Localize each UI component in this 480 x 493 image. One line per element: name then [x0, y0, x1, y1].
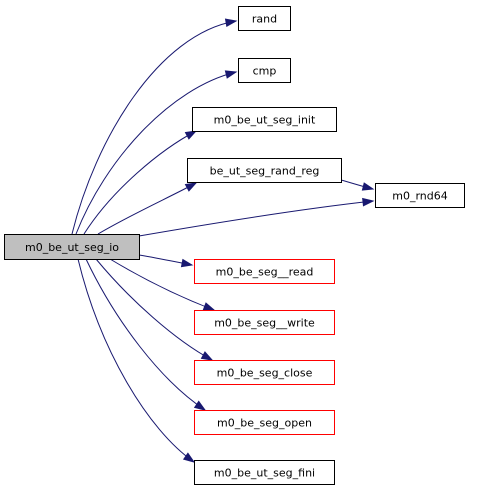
- edge-arrowhead: [184, 130, 198, 140]
- edge-arrowhead: [184, 182, 198, 192]
- node-label: m0_be_seg_open: [217, 417, 312, 430]
- edge-arrowhead: [224, 18, 238, 28]
- node-cmp[interactable]: cmp: [238, 58, 291, 83]
- edge-io-to-write: [109, 258, 216, 311]
- node-label: cmp: [253, 65, 277, 78]
- node-open[interactable]: m0_be_seg_open: [194, 410, 335, 435]
- edge-line: [138, 200, 374, 237]
- node-box[interactable]: [194, 460, 335, 485]
- function-nodes: m0_be_ut_seg_io rand cmp m0_be_ut_seg_initb…: [4, 6, 465, 485]
- edge-io-to-rnd64: [138, 197, 375, 237]
- node-read[interactable]: m0_be_seg__read: [194, 259, 335, 284]
- edge-line: [95, 258, 213, 361]
- node-io[interactable]: m0_be_ut_seg_io: [4, 234, 140, 260]
- edge-arrowhead: [193, 400, 207, 411]
- edge-arrowhead: [182, 452, 196, 463]
- node-box[interactable]: [194, 360, 335, 385]
- node-write[interactable]: m0_be_seg__write: [194, 310, 335, 335]
- node-box[interactable]: [194, 410, 335, 435]
- node-rand[interactable]: rand: [238, 6, 291, 31]
- node-box[interactable]: [194, 310, 335, 335]
- edge-arrowhead: [202, 302, 216, 311]
- edge-io-to-read: [138, 254, 194, 268]
- edge-line: [71, 20, 237, 235]
- node-label: m0_rnd64: [392, 190, 448, 203]
- edge-line: [109, 258, 215, 311]
- edge-io-to-close: [95, 258, 214, 361]
- edge-line: [83, 130, 197, 235]
- edge-arrowhead: [362, 197, 375, 207]
- edge-io-to-rand: [71, 18, 238, 235]
- node-label: m0_be_seg_close: [217, 367, 313, 380]
- node-init[interactable]: m0_be_ut_seg_init: [192, 107, 337, 132]
- node-box[interactable]: [4, 234, 140, 260]
- edge-io-to-cmp: [75, 70, 238, 235]
- edge-line: [85, 258, 206, 411]
- node-box[interactable]: [375, 183, 465, 208]
- node-box[interactable]: [192, 107, 337, 132]
- node-box[interactable]: [194, 259, 335, 284]
- node-box[interactable]: [187, 158, 342, 183]
- node-rnd64[interactable]: m0_rnd64: [375, 183, 465, 208]
- edge-randreg-to-rnd64: [340, 179, 375, 191]
- node-label: m0_be_ut_seg_init: [214, 114, 316, 127]
- edge-line: [97, 182, 197, 235]
- node-label: m0_be_seg__read: [216, 266, 314, 279]
- edge-line: [77, 258, 195, 463]
- node-fini[interactable]: m0_be_ut_seg_fini: [194, 460, 335, 485]
- edge-io-to-init: [83, 130, 198, 235]
- call-edges: [71, 18, 375, 463]
- edge-arrowhead: [200, 351, 214, 361]
- node-close[interactable]: m0_be_seg_close: [194, 360, 335, 385]
- edge-line: [75, 71, 237, 235]
- node-label: m0_be_seg__write: [214, 317, 315, 330]
- edge-arrowhead: [224, 70, 238, 79]
- edge-arrowhead: [361, 182, 375, 191]
- node-randreg[interactable]: be_ut_seg_rand_reg: [187, 158, 342, 183]
- node-label: be_ut_seg_rand_reg: [210, 165, 320, 178]
- edge-io-to-fini: [77, 258, 196, 463]
- node-label: m0_be_ut_seg_fini: [214, 467, 315, 480]
- node-box[interactable]: [238, 58, 291, 83]
- node-label: m0_be_ut_seg_io: [25, 241, 119, 254]
- node-label: rand: [252, 13, 277, 26]
- edge-arrowhead: [180, 258, 194, 268]
- node-box[interactable]: [238, 6, 291, 31]
- edge-io-to-open: [85, 258, 207, 411]
- edge-io-to-randreg: [97, 182, 198, 235]
